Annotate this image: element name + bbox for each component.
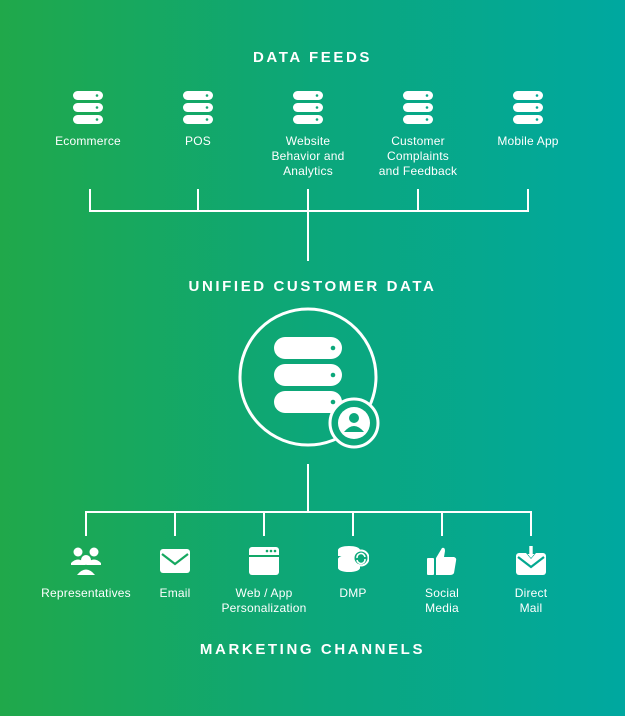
database-sync-icon [338, 546, 369, 572]
channel-social-media: Social Media [382, 546, 502, 616]
channel-label: DMP [339, 586, 367, 600]
feed-pos: POS [138, 91, 258, 149]
feed-label: POS [185, 134, 211, 148]
channel-label: Email [159, 586, 191, 600]
database-icon [183, 91, 213, 124]
thumbs-up-icon [427, 547, 457, 575]
feed-ecommerce: Ecommerce [28, 91, 148, 149]
database-icon [403, 91, 433, 124]
channel-label: Representatives [41, 586, 131, 600]
envelope-icon [160, 549, 190, 573]
people-icon [71, 547, 101, 575]
database-icon [293, 91, 323, 124]
browser-window-icon [249, 547, 279, 575]
data-feeds-heading: DATA FEEDS [252, 49, 373, 66]
unified-customer-data-heading: UNIFIED CUSTOMER DATA [188, 278, 437, 295]
channel-email: Email [115, 546, 235, 601]
database-icon [73, 91, 103, 124]
channel-label: Direct Mail [514, 586, 548, 615]
feed-label: Customer Complaints and Feedback [378, 134, 458, 178]
feed-label: Mobile App [497, 134, 559, 148]
channel-label: Social Media [425, 586, 459, 615]
channel-direct-mail: Direct Mail [471, 546, 591, 616]
feed-label: Ecommerce [55, 134, 121, 148]
database-user-icon [238, 307, 380, 449]
feed-website-analytics: Website Behavior and Analytics [248, 91, 368, 179]
feed-customer-feedback: Customer Complaints and Feedback [358, 91, 478, 179]
database-icon [513, 91, 543, 124]
channel-dmp: DMP [293, 546, 413, 601]
channel-label: Web / App Personalization [221, 586, 307, 615]
channel-representatives: Representatives [26, 546, 146, 601]
feed-mobile-app: Mobile App [468, 91, 588, 149]
channel-web-app-personalization: Web / App Personalization [204, 546, 324, 616]
feed-label: Website Behavior and Analytics [271, 134, 345, 178]
mail-download-icon [516, 546, 546, 575]
marketing-channels-heading: MARKETING CHANNELS [199, 641, 426, 658]
